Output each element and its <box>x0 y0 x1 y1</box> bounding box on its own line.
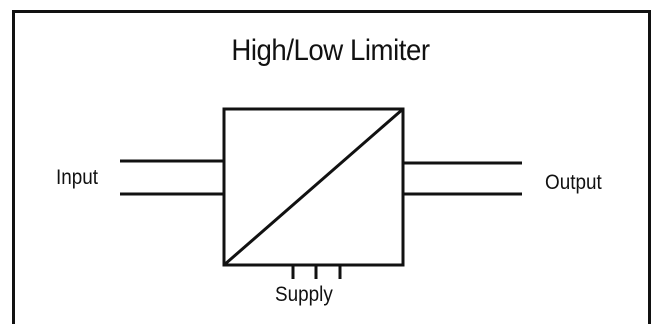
input-lines <box>120 159 224 196</box>
output-label: Output <box>545 171 602 194</box>
transfer-line <box>223 107 404 267</box>
diagram-title: High/Low Limiter <box>231 34 430 67</box>
supply-pins <box>291 265 342 279</box>
output-lines <box>403 161 522 196</box>
input-label: Input <box>56 166 99 189</box>
diagram-frame <box>12 10 651 324</box>
supply-label: Supply <box>275 283 333 306</box>
